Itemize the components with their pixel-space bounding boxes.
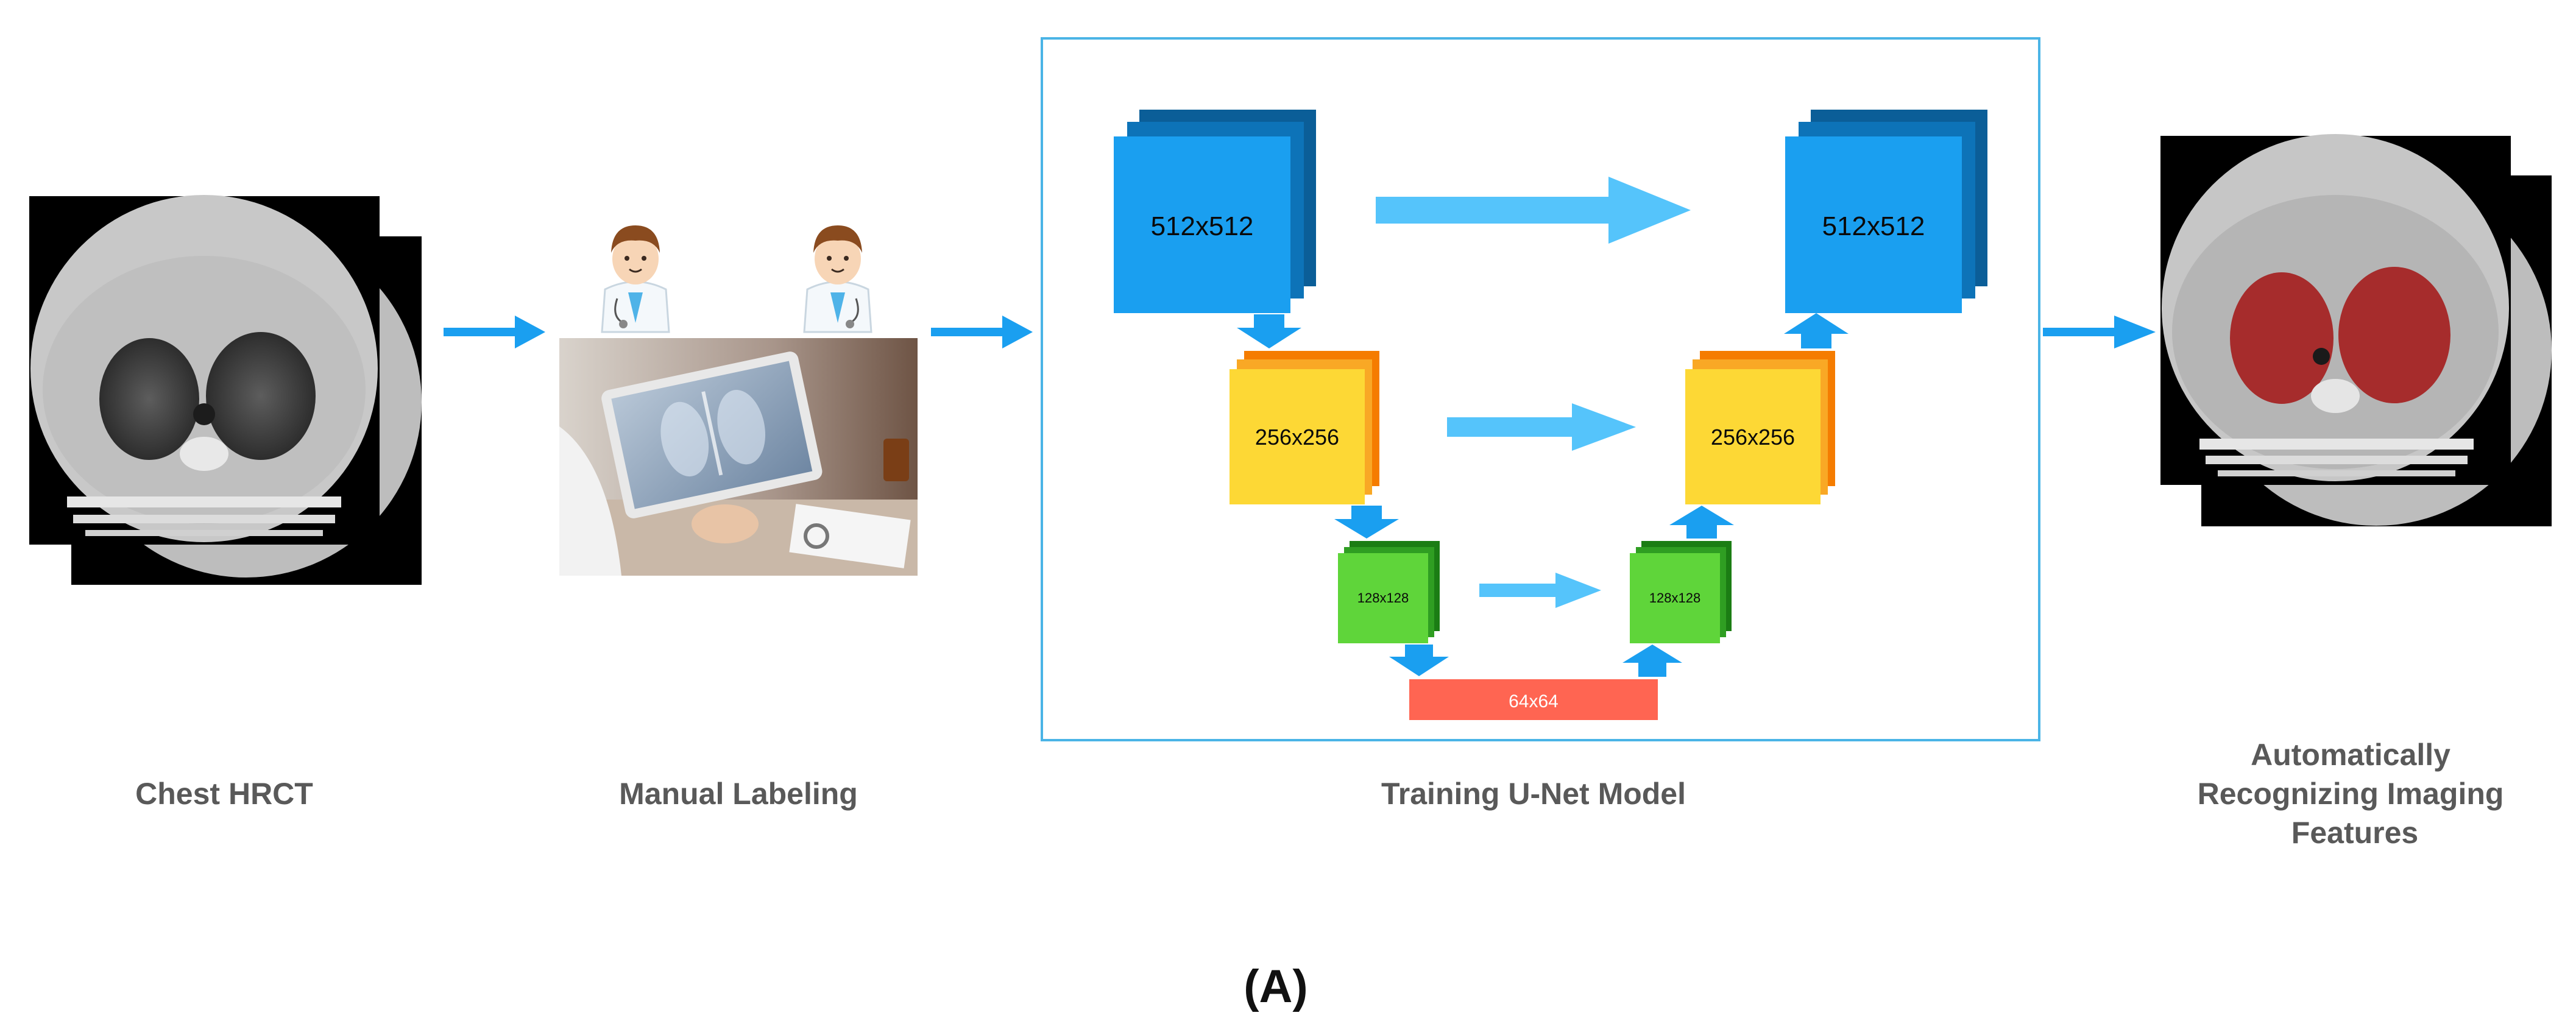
stage-label-line: Features <box>2291 816 2418 850</box>
decoder-block-256-label: 256x256 <box>1711 425 1795 450</box>
up-arrow-1 <box>1784 313 1849 348</box>
encoder-block-256: 256x256 <box>1230 351 1379 504</box>
flow-arrow-2 <box>931 316 1033 348</box>
skip-arrow-128 <box>1479 573 1601 608</box>
flow-arrow-3 <box>2043 316 2156 348</box>
decoder-block-128-label: 128x128 <box>1649 590 1700 606</box>
encoder-block-512-label: 512x512 <box>1151 211 1254 241</box>
down-arrow-2 <box>1334 506 1399 539</box>
chest-hrct-image <box>29 195 422 585</box>
encoder-block-512: 512x512 <box>1114 110 1316 313</box>
down-arrow-3 <box>1389 645 1449 676</box>
skip-arrow-256 <box>1447 403 1636 451</box>
unet-frame <box>1041 37 2040 741</box>
doctor-tablet-photo <box>559 338 918 576</box>
encoder-block-128-label: 128x128 <box>1357 590 1409 606</box>
decoder-block-128: 128x128 <box>1630 541 1732 643</box>
doctor-icon <box>601 225 670 333</box>
left-lung-mask <box>2230 272 2334 404</box>
bottleneck-label: 64x64 <box>1509 691 1559 712</box>
skip-arrow-512 <box>1376 177 1691 244</box>
up-arrow-2 <box>1669 506 1734 539</box>
stage-label-manual-labeling: Manual Labeling <box>619 777 858 811</box>
segmented-ct-image <box>2160 134 2552 526</box>
panel-label: (A) <box>1244 961 1308 1012</box>
bottleneck-block: 64x64 <box>1409 679 1658 720</box>
stage-label-training-unet: Training U-Net Model <box>1381 777 1686 811</box>
stage-label-chest-hrct: Chest HRCT <box>135 777 313 811</box>
doctor-icon <box>803 225 872 333</box>
stage-label-auto-recognize: Automatically Recognizing Imaging Featur… <box>2198 738 2513 850</box>
up-arrow-3 <box>1622 645 1682 677</box>
flow-arrow-1 <box>444 316 545 348</box>
decoder-block-512-label: 512x512 <box>1822 211 1925 241</box>
right-lung-mask <box>2338 267 2450 403</box>
decoder-block-256: 256x256 <box>1685 351 1835 504</box>
stage-label-line: Automatically <box>2251 738 2450 772</box>
encoder-block-256-label: 256x256 <box>1255 425 1339 450</box>
unet-diagram: 512x512 256x256 128x128 <box>1041 37 2040 741</box>
manual-labeling-illustration <box>559 225 918 576</box>
encoder-block-128: 128x128 <box>1338 541 1440 643</box>
down-arrow-1 <box>1237 314 1301 348</box>
stage-label-line: Recognizing Imaging <box>2198 777 2504 811</box>
decoder-block-512: 512x512 <box>1785 110 1987 313</box>
